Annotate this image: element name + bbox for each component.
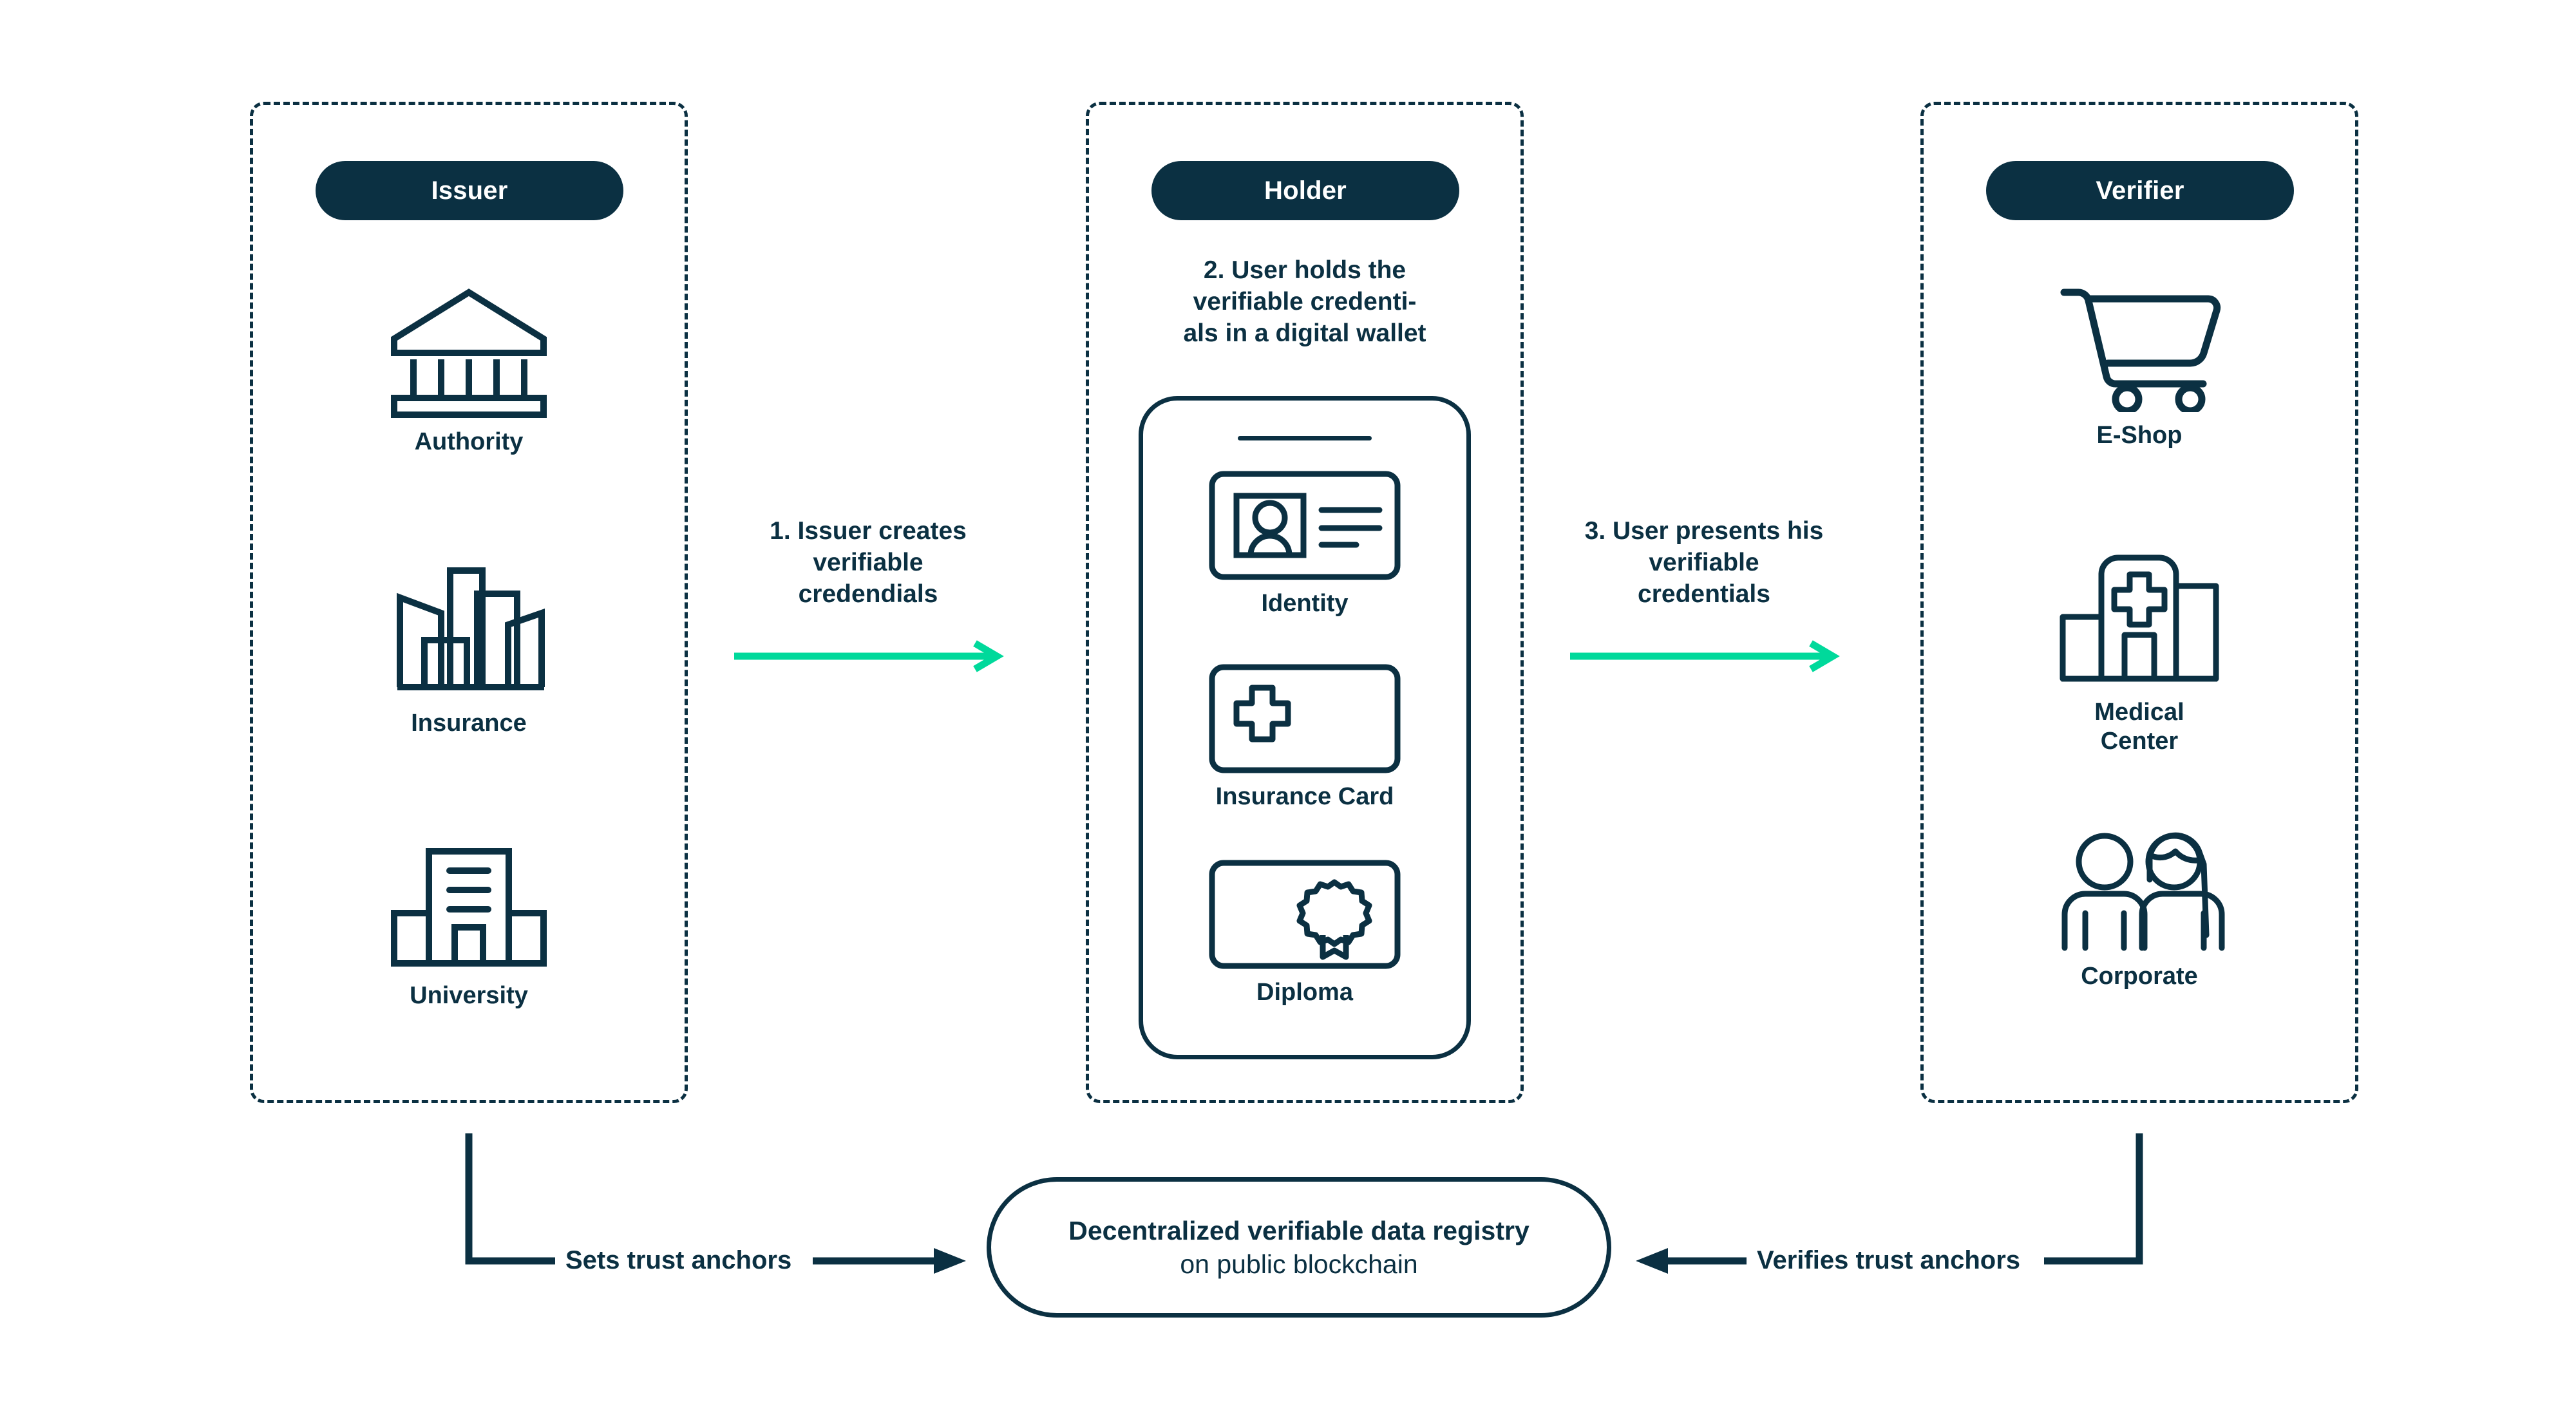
item-university-label: University	[410, 982, 528, 1009]
wallet-item-diploma-label: Diploma	[1256, 979, 1353, 1006]
item-insurance: Insurance	[327, 562, 611, 738]
step-1: 1. Issuer creates verifiable credendials	[694, 515, 1042, 676]
wallet-item-diploma[interactable]: Diploma	[1163, 859, 1446, 1007]
step-2-text: 3. User presents his verifiable credenti…	[1584, 517, 1824, 609]
digital-wallet-phone: Identity Insurance Card Diploma	[1139, 396, 1471, 1059]
item-eshop: E-Shop	[1998, 277, 2281, 450]
item-corporate: Corporate	[1998, 831, 2281, 991]
arrow-right-green-1	[694, 637, 1042, 676]
award-seal-card-icon	[1209, 860, 1401, 969]
item-university: University	[327, 837, 611, 1010]
registry-box: Decentralized verifiable data registry o…	[987, 1177, 1611, 1318]
trust-anchor-left-label: Sets trust anchors	[565, 1246, 792, 1274]
registry-line-1: Decentralized verifiable data registry	[1068, 1215, 1530, 1245]
arrow-right-green-2	[1530, 637, 1878, 676]
item-authority: Authority	[327, 283, 611, 457]
university-building-icon	[391, 848, 547, 967]
item-corporate-label: Corporate	[2081, 963, 2198, 990]
step-1-text: 1. Issuer creates verifiable credendials	[770, 517, 967, 609]
city-skyline-icon	[397, 567, 545, 690]
pill-holder: Holder	[1151, 161, 1459, 220]
pill-issuer-label: Issuer	[431, 176, 508, 205]
item-medical-center-label: Medical Center	[2094, 699, 2184, 755]
item-authority-label: Authority	[414, 428, 524, 455]
shopping-cart-icon	[2060, 288, 2221, 412]
trust-anchor-right-label: Verifies trust anchors	[1757, 1246, 2021, 1274]
pill-holder-label: Holder	[1264, 176, 1347, 205]
wallet-item-insurance-card-label: Insurance Card	[1215, 783, 1394, 810]
registry-line-2: on public blockchain	[1180, 1249, 1418, 1279]
item-medical-center: Medical Center	[1998, 553, 2281, 756]
two-people-icon	[2061, 832, 2225, 951]
pill-verifier: Verifier	[1986, 161, 2294, 220]
holder-note: 2. User holds the verifiable credenti- a…	[1183, 256, 1426, 348]
pill-issuer: Issuer	[316, 161, 623, 220]
column-verifier	[1920, 102, 2358, 1103]
column-issuer	[250, 102, 688, 1103]
hospital-icon	[2060, 554, 2219, 682]
wallet-item-identity-label: Identity	[1261, 590, 1349, 617]
item-insurance-label: Insurance	[411, 710, 527, 737]
wallet-item-insurance-card[interactable]: Insurance Card	[1163, 663, 1446, 811]
item-eshop-label: E-Shop	[2096, 422, 2183, 449]
column-holder	[1086, 102, 1524, 1103]
wallet-item-identity[interactable]: Identity	[1163, 470, 1446, 618]
medical-cross-card-icon	[1209, 664, 1401, 773]
step-2: 3. User presents his verifiable credenti…	[1530, 515, 1878, 676]
classical-building-icon	[391, 288, 547, 418]
phone-speaker-icon	[1238, 436, 1372, 440]
id-card-icon	[1209, 471, 1401, 580]
pill-verifier-label: Verifier	[2096, 176, 2184, 205]
